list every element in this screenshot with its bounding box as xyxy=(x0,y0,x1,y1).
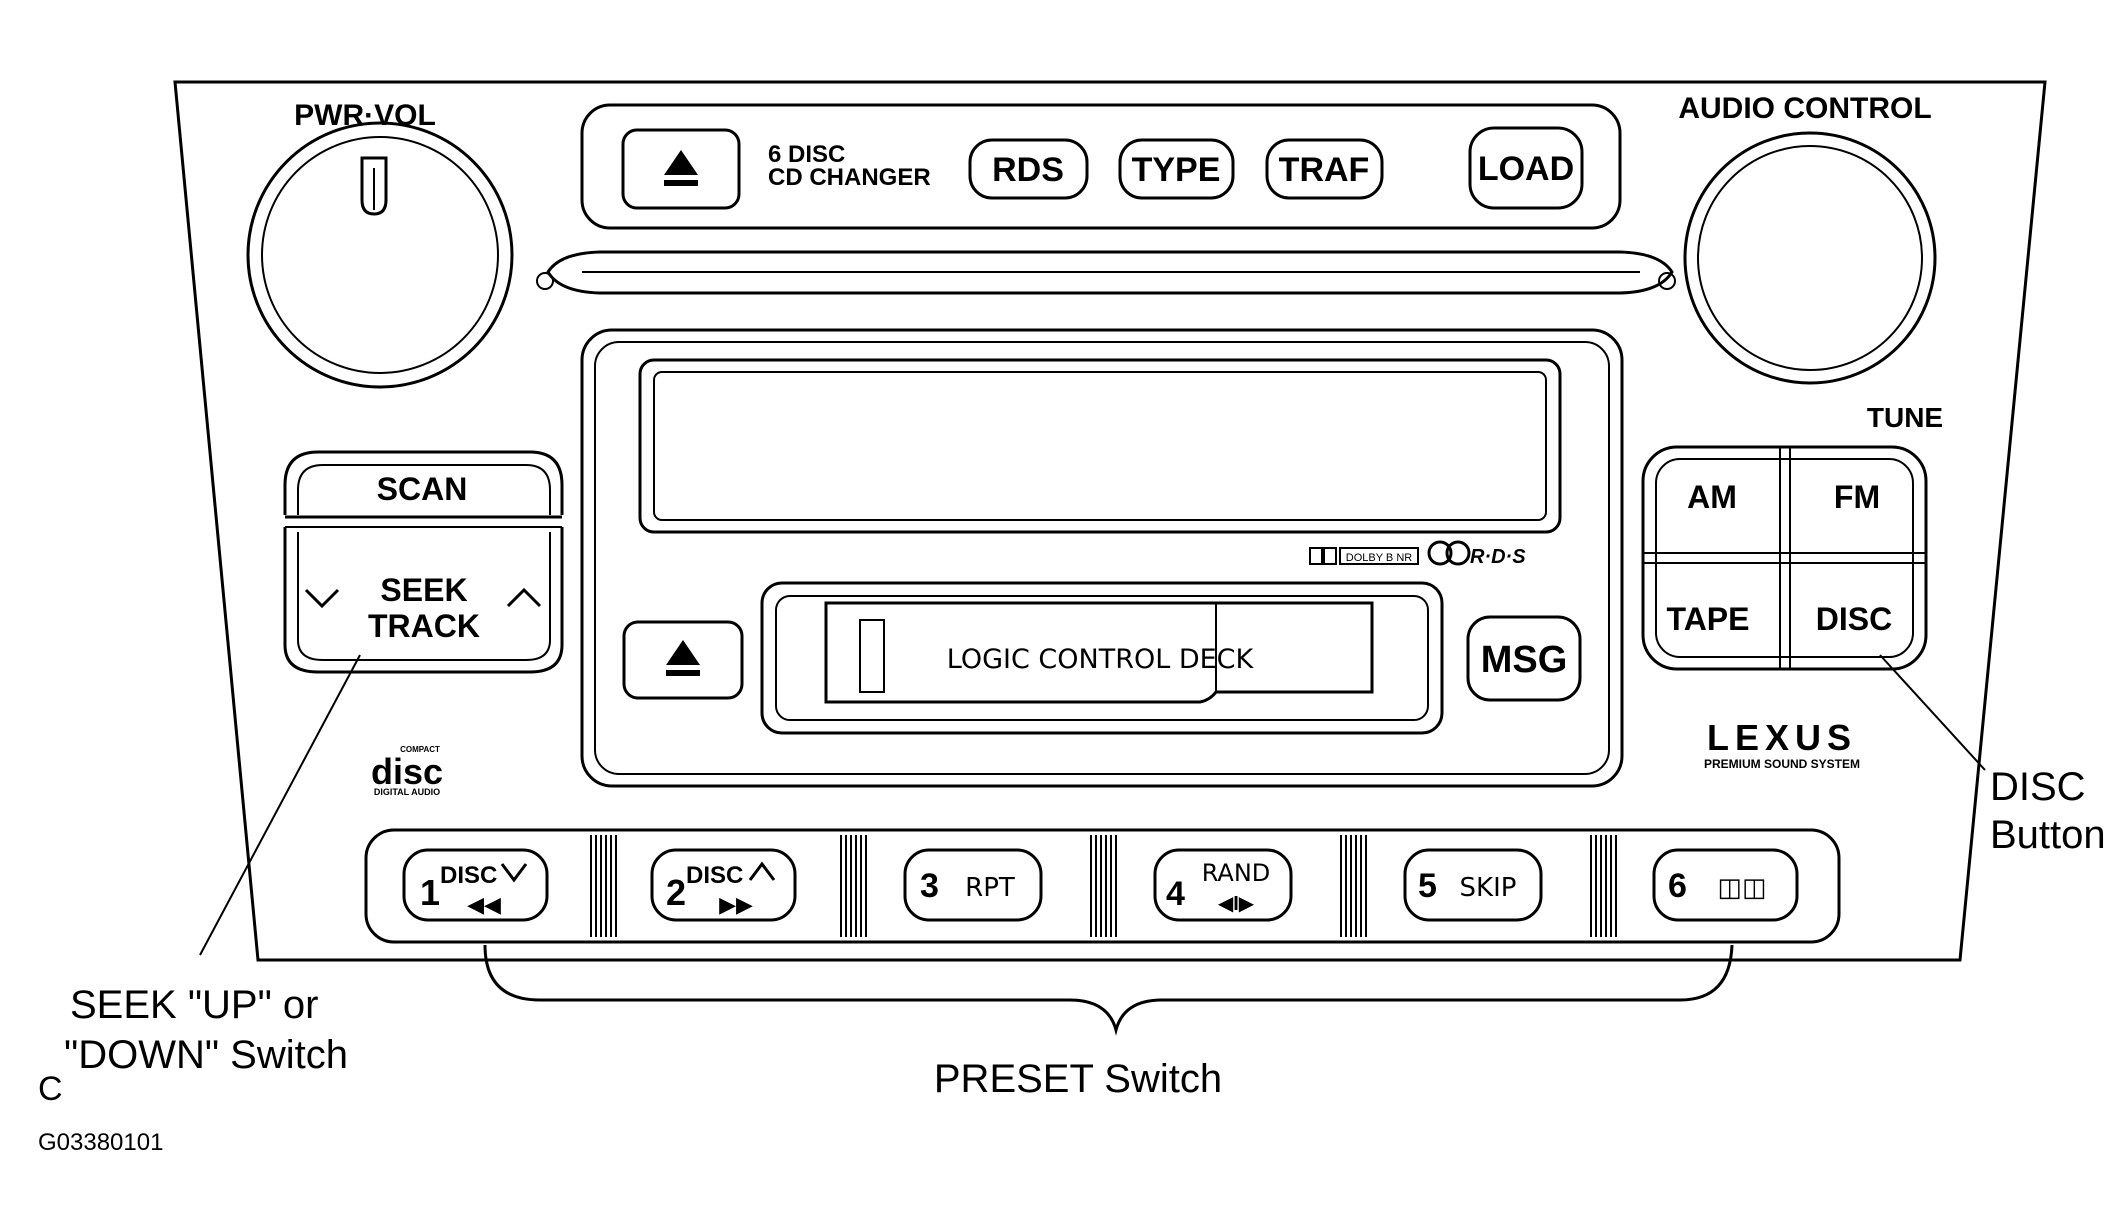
scan-button[interactable]: SCAN xyxy=(285,455,562,528)
seek-callout-line2: "DOWN" Switch xyxy=(64,1033,348,1077)
preset-5-label: SKIP xyxy=(1460,873,1517,903)
top-button-bar xyxy=(580,103,1622,230)
lexus-sub: PREMIUM SOUND SYSTEM xyxy=(1704,757,1860,771)
disc-leader-line xyxy=(1879,654,1986,771)
preset-5-button[interactable]: 5 SKIP xyxy=(1403,848,1543,922)
preset-6-button[interactable]: 6 ◫◫ xyxy=(1652,848,1799,922)
rds-button[interactable]: RDS xyxy=(968,138,1089,200)
disc-up-icon xyxy=(748,861,776,881)
preset-4-top: RAND xyxy=(1202,859,1271,887)
seek-up-icon xyxy=(506,587,542,608)
cd-logo-bottom: DIGITAL AUDIO xyxy=(374,787,440,797)
preset-4-button[interactable]: 4 RAND ◀I▶ xyxy=(1153,848,1293,922)
cd-logo-top: COMPACT xyxy=(400,745,440,754)
preset-1-button[interactable]: 1 DISC ◀◀ xyxy=(402,848,549,922)
tape-deck[interactable]: LOGIC CONTROL DECK xyxy=(760,581,1444,735)
eject-icon-2 xyxy=(666,640,700,665)
audio-control-label: AUDIO CONTROL xyxy=(1678,92,1931,125)
faceplate-outline xyxy=(173,80,2047,962)
rds-logo-text: R·D·S xyxy=(1470,546,1526,568)
seek-label: SEEK xyxy=(380,572,467,608)
lexus-brand: LEXUS xyxy=(1707,717,1857,758)
rds-logo: R·D·S xyxy=(1427,540,1526,568)
preset-1-sym: ◀◀ xyxy=(467,892,501,917)
load-button[interactable]: LOAD xyxy=(1468,126,1584,210)
disc-changer-line1: 6 DISC xyxy=(768,141,845,168)
preset-1-top: DISC xyxy=(440,862,497,889)
preset-6-num: 6 xyxy=(1668,867,1687,905)
preset-5-num: 5 xyxy=(1418,867,1437,905)
scan-button-label: SCAN xyxy=(377,471,468,507)
fm-button-label: FM xyxy=(1834,479,1880,515)
preset-3-label: RPT xyxy=(965,873,1015,903)
disc-callout-line1: DISC xyxy=(1990,765,2086,809)
cd-slot[interactable] xyxy=(536,250,1676,295)
preset-6-label: ◫◫ xyxy=(1717,872,1766,902)
preset-4-sym: ◀I▶ xyxy=(1218,893,1255,915)
type-button[interactable]: TYPE xyxy=(1118,138,1235,200)
seek-callout-line1: SEEK "UP" or xyxy=(70,983,318,1027)
lexus-logo: LEXUS PREMIUM SOUND SYSTEM xyxy=(1704,717,1860,771)
knob-indicator-icon xyxy=(360,156,388,216)
preset-2-button[interactable]: 2 DISC ▶▶ xyxy=(650,848,797,922)
seek-track-switch[interactable]: SEEK TRACK xyxy=(283,527,564,674)
tape-button[interactable]: TAPE xyxy=(1656,563,1780,657)
preset-brace xyxy=(483,944,1734,1036)
preset-2-top: DISC xyxy=(686,862,743,889)
tune-label: TUNE xyxy=(1867,402,1943,433)
disc-button[interactable]: DISC xyxy=(1790,563,1913,657)
dolby-text: DOLBY B NR xyxy=(1346,552,1412,564)
am-button-label: AM xyxy=(1687,479,1737,515)
pwr-vol-knob[interactable] xyxy=(246,121,514,389)
fm-button[interactable]: FM xyxy=(1790,459,1913,553)
corner-label: C xyxy=(38,1070,63,1108)
preset-callout: PRESET Switch xyxy=(934,1057,1222,1101)
preset-1-num: 1 xyxy=(420,872,440,913)
figure-id: G03380101 xyxy=(38,1129,163,1156)
disc-changer-line2: CD CHANGER xyxy=(768,164,931,191)
disc-down-icon xyxy=(500,863,528,883)
logic-control-deck-label: LOGIC CONTROL DECK xyxy=(947,644,1255,675)
audio-control-knob[interactable] xyxy=(1683,131,1937,385)
preset-3-num: 3 xyxy=(920,867,939,905)
msg-button[interactable]: MSG xyxy=(1466,615,1582,702)
preset-2-sym: ▶▶ xyxy=(719,892,753,917)
dolby-logo: DOLBY B NR xyxy=(1309,547,1419,565)
traf-button[interactable]: TRAF xyxy=(1265,138,1384,200)
msg-button-label: MSG xyxy=(1481,639,1568,681)
seek-down-icon xyxy=(304,588,340,609)
compact-disc-logo: COMPACT disc DIGITAL AUDIO xyxy=(371,745,443,797)
band-select-cluster xyxy=(1641,445,1928,671)
load-button-label: LOAD xyxy=(1478,150,1574,188)
center-housing xyxy=(580,328,1624,788)
eject-icon xyxy=(664,150,698,175)
track-label: TRACK xyxy=(368,608,480,644)
type-button-label: TYPE xyxy=(1132,151,1221,189)
tape-button-label: TAPE xyxy=(1667,601,1750,637)
preset-2-num: 2 xyxy=(666,872,686,913)
display-screen xyxy=(638,358,1562,534)
rds-button-label: RDS xyxy=(992,151,1064,189)
am-button[interactable]: AM xyxy=(1656,459,1780,553)
disc-callout-line2: Button xyxy=(1990,813,2106,857)
tape-eject-button[interactable] xyxy=(622,620,744,700)
seek-leader-line xyxy=(199,654,361,956)
cd-changer-eject-button[interactable] xyxy=(621,128,741,210)
cd-logo-mid: disc xyxy=(371,751,443,792)
preset-3-button[interactable]: 3 RPT xyxy=(903,848,1043,922)
preset-separators xyxy=(589,835,1618,937)
disc-button-label: DISC xyxy=(1816,601,1892,637)
preset-4-num: 4 xyxy=(1166,875,1185,913)
preset-bar xyxy=(364,828,1841,944)
traf-button-label: TRAF xyxy=(1279,151,1370,189)
scan-seek-cluster xyxy=(283,450,564,515)
